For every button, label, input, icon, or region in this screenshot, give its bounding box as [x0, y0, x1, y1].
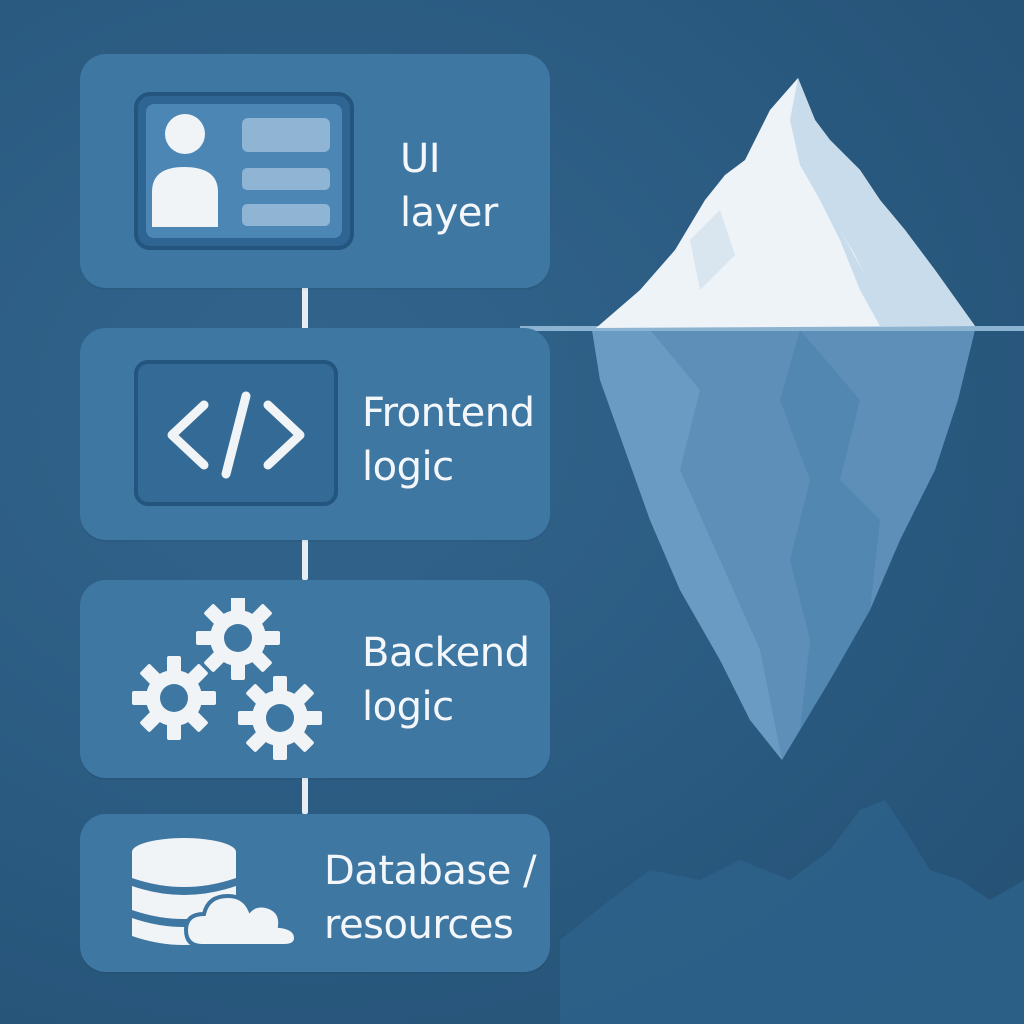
layer-label-frontend: Frontend logic — [362, 386, 535, 494]
layer-card-ui: UI layer — [80, 54, 550, 288]
connector-line — [302, 776, 308, 814]
connector-line — [302, 286, 308, 330]
layer-label-backend: Backend logic — [362, 626, 530, 734]
layer-label-line1: Backend — [362, 630, 530, 676]
connector-line — [302, 538, 308, 580]
seabed-silhouette — [560, 800, 1024, 1024]
layer-label-line1: UI — [400, 136, 441, 182]
gears-icon — [132, 598, 322, 760]
layer-card-backend: Backend logic — [80, 580, 550, 778]
layer-label-line1: Frontend — [362, 390, 535, 436]
profile-card-icon — [134, 92, 354, 250]
layer-label-line2: logic — [362, 684, 454, 730]
layer-label-line1: Database / — [324, 848, 537, 894]
water-line — [520, 326, 1024, 331]
layer-card-database: Database / resources — [80, 814, 550, 972]
layer-card-frontend: Frontend logic — [80, 328, 550, 540]
layer-label-line2: layer — [400, 190, 498, 236]
layer-label-line2: resources — [324, 902, 514, 948]
layer-label-ui: UI layer — [400, 132, 498, 240]
database-cloud-icon — [132, 838, 299, 948]
layer-label-database: Database / resources — [324, 844, 537, 952]
code-icon — [134, 360, 338, 506]
layer-label-line2: logic — [362, 444, 454, 490]
